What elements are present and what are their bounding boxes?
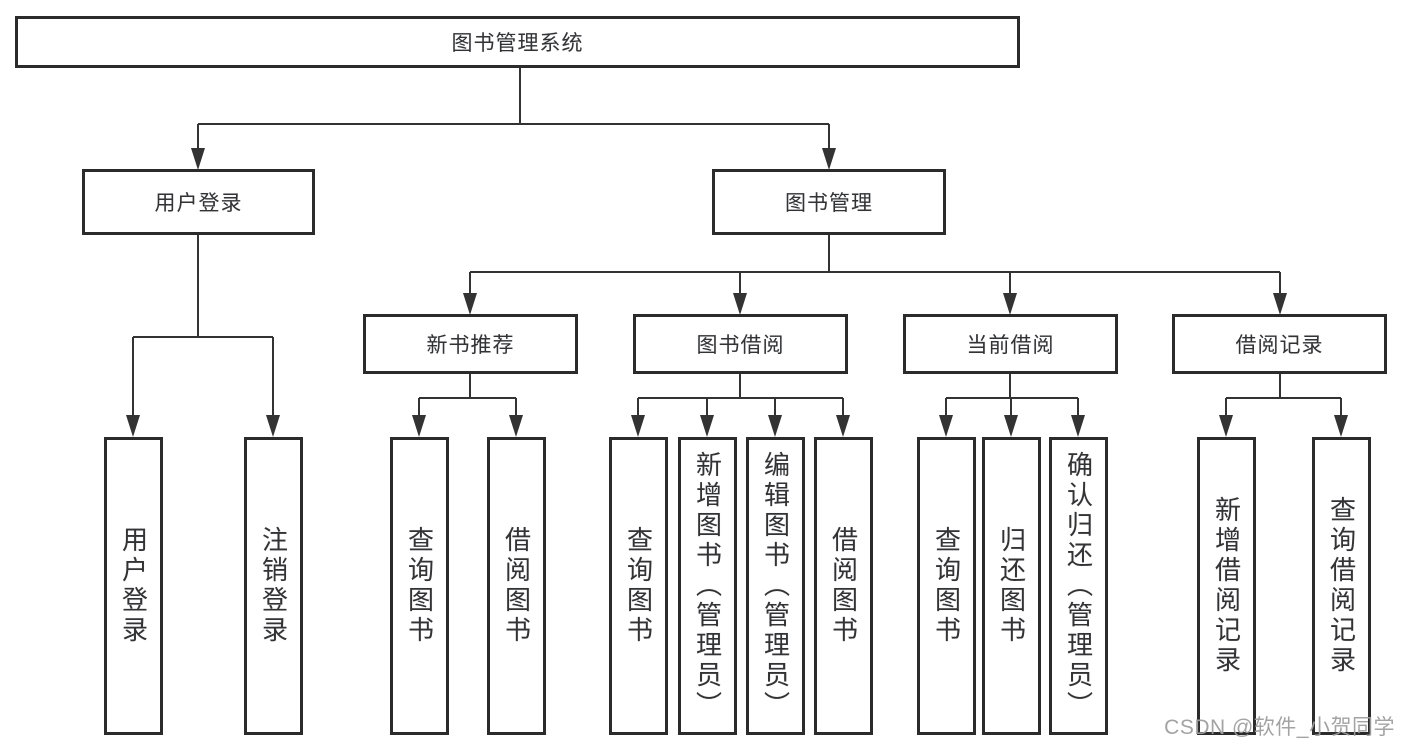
leaf-user-login: 用户登录 (104, 437, 163, 735)
node-new-book-recommend: 新书推荐 (363, 314, 578, 374)
node-book-management: 图书管理 (712, 169, 946, 235)
arrowheads (126, 148, 1348, 437)
leaf-add-book-admin: 新增图书（管理员） (678, 437, 737, 735)
leaf-query-books-3: 查询图书 (917, 437, 976, 735)
leaf-confirm-return-admin: 确认归还（管理员） (1049, 437, 1108, 735)
leaf-logout: 注销登录 (244, 437, 303, 735)
leaf-add-borrow-record: 新增借阅记录 (1197, 437, 1256, 735)
node-current-borrowing: 当前借阅 (903, 314, 1118, 374)
node-library-management-system: 图书管理系统 (15, 16, 1020, 68)
leaf-edit-book-admin: 编辑图书（管理员） (746, 437, 805, 735)
node-user-login: 用户登录 (82, 169, 315, 235)
node-book-borrowing: 图书借阅 (633, 314, 848, 374)
csdn-watermark: CSDN @软件_小贺同学 (1164, 716, 1395, 739)
leaf-return-book: 归还图书 (982, 437, 1041, 735)
leaf-query-books-2: 查询图书 (609, 437, 668, 735)
leaf-query-borrow-record: 查询借阅记录 (1312, 437, 1371, 735)
node-borrow-records: 借阅记录 (1172, 314, 1387, 374)
leaf-borrow-books-2: 借阅图书 (814, 437, 873, 735)
leaf-borrow-books: 借阅图书 (487, 437, 546, 735)
leaf-query-books: 查询图书 (390, 437, 449, 735)
